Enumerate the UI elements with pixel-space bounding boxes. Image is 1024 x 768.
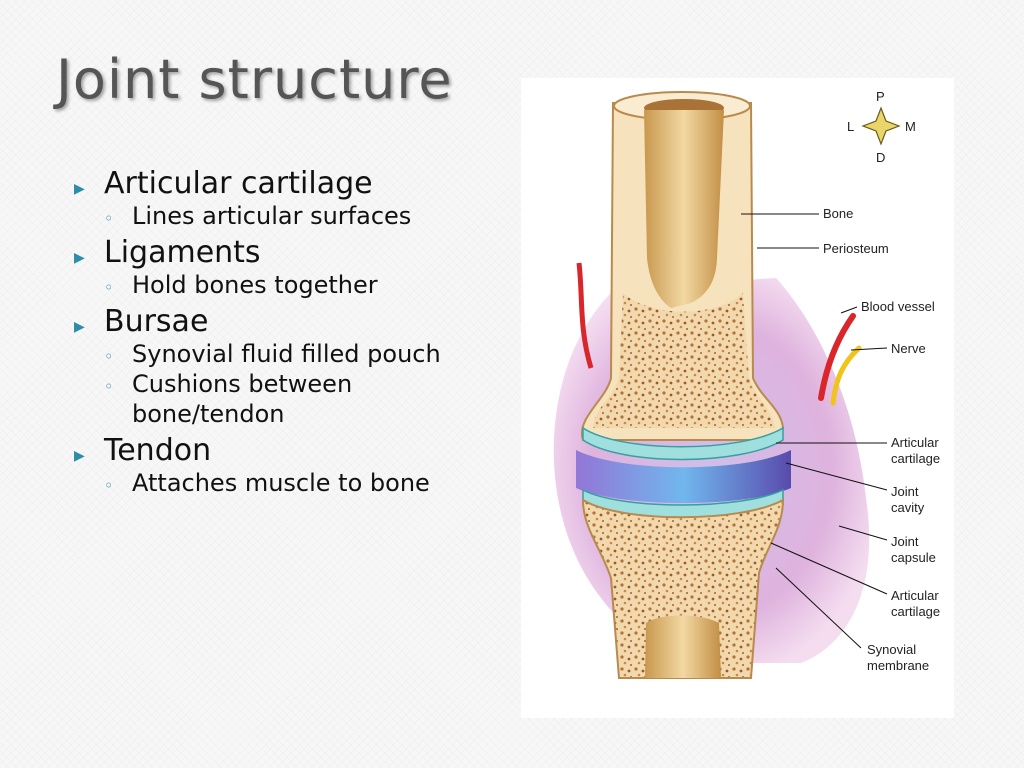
triangle-bullet-icon: ▶ <box>74 319 85 335</box>
bullet-tendon: ▶ Tendon <box>74 433 212 468</box>
label-joint-cavity: cavity <box>891 500 925 515</box>
leader-line <box>840 306 858 314</box>
label-joint-capsule: capsule <box>891 550 936 565</box>
label-articular-cartilage-lower: cartilage <box>891 604 940 619</box>
joint-diagram: P L M D Bone Periosteum Blood vessel Ner… <box>521 78 954 718</box>
triangle-bullet-icon: ▶ <box>74 448 85 464</box>
circle-bullet-icon: ◦ <box>104 347 114 366</box>
label-nerve: Nerve <box>891 341 926 356</box>
lower-marrow-shaft <box>645 615 721 678</box>
circle-bullet-icon: ◦ <box>104 209 114 228</box>
label-bone: Bone <box>823 206 853 221</box>
blood-vessel-left <box>576 262 594 369</box>
label-joint-capsule: Joint <box>891 534 919 549</box>
compass-d-label: D <box>876 150 885 165</box>
compass-rose-icon: P L M D <box>847 89 916 165</box>
sub-bullet: ◦ Hold bones together <box>104 271 378 299</box>
bullet-list: ▶ Articular cartilage ◦ Lines articular … <box>74 162 504 498</box>
label-articular-cartilage-upper: Articular <box>891 435 939 450</box>
sub-bullet: ◦ Attaches muscle to bone <box>104 469 430 497</box>
bullet-bursae: ▶ Bursae <box>74 304 209 339</box>
label-blood-vessel: Blood vessel <box>861 299 935 314</box>
blood-vessel-right <box>818 313 856 401</box>
label-periosteum: Periosteum <box>823 241 889 256</box>
leader-line <box>785 462 888 491</box>
lower-bone <box>581 498 785 679</box>
triangle-bullet-icon: ▶ <box>74 181 85 197</box>
leader-line <box>850 347 888 351</box>
articular-cartilage-upper <box>582 426 784 461</box>
joint-diagram-svg: P L M D Bone Periosteum Blood vessel Ner… <box>553 89 940 679</box>
compass-p-label: P <box>876 89 885 104</box>
leader-line <box>775 567 862 649</box>
circle-bullet-icon: ◦ <box>104 278 114 297</box>
marrow-shaft <box>644 110 724 308</box>
circle-bullet-icon: ◦ <box>104 476 114 495</box>
bullet-ligaments: ▶ Ligaments <box>74 235 261 270</box>
triangle-bullet-icon: ▶ <box>74 250 85 266</box>
circle-bullet-icon: ◦ <box>104 377 114 396</box>
label-joint-cavity: Joint <box>891 484 919 499</box>
sub-bullet: ◦ Cushions between bone/tendon <box>104 370 353 428</box>
label-articular-cartilage-upper: cartilage <box>891 451 940 466</box>
slide-title: Joint structure <box>56 48 453 111</box>
joint-cavity <box>576 450 791 503</box>
sub-bullet: ◦ Synovial fluid filled pouch <box>104 340 441 368</box>
sub-bullet: ◦ Lines articular surfaces <box>104 202 412 230</box>
leader-line <box>838 525 888 541</box>
compass-l-label: L <box>847 119 854 134</box>
bullet-articular-cartilage: ▶ Articular cartilage <box>74 166 373 201</box>
label-articular-cartilage-lower: Articular <box>891 588 939 603</box>
leader-line <box>770 542 888 595</box>
label-synovial-membrane: Synovial <box>867 642 916 657</box>
nerve <box>830 345 862 406</box>
spongy-bone-upper <box>593 293 775 428</box>
compass-m-label: M <box>905 119 916 134</box>
label-synovial-membrane: membrane <box>867 658 929 673</box>
